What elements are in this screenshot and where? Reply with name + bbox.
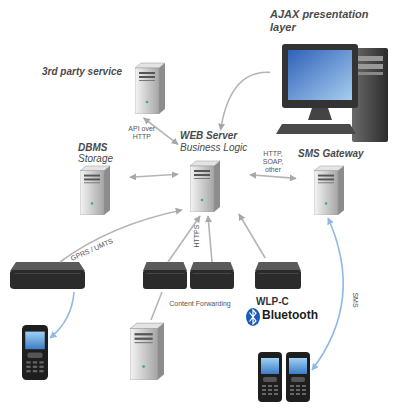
gateway-box: [143, 262, 187, 289]
server-icon: [135, 63, 165, 114]
edge-label: HTTP, SOAP, other: [258, 150, 288, 174]
server-node: 3rd party service: [42, 58, 167, 118]
server-node: AJAX presentation layer: [270, 8, 390, 144]
gateway-box: [190, 262, 234, 289]
node-title: 3rd party service: [42, 66, 134, 78]
phone-icon: [258, 352, 282, 402]
gateway-box: [10, 262, 85, 289]
node-title: DBMS: [78, 142, 130, 154]
link-label: Content Forwarding: [160, 300, 240, 308]
connector-arrow: [250, 175, 296, 179]
connector-arrow: [130, 174, 178, 177]
wireless-line: [50, 292, 74, 338]
node-subtitle: Business Logic: [180, 142, 250, 154]
computer-illustration: [276, 44, 388, 142]
bluetooth-logo: [246, 308, 260, 326]
edge-label: API over HTTP: [127, 125, 157, 141]
server-node: SMS Gateway: [296, 148, 388, 216]
server-node: DBMSStorage: [76, 142, 130, 216]
link-label: Bluetooth: [262, 309, 332, 323]
gateway-box: [255, 262, 301, 289]
server-node: WLP-C: [252, 258, 308, 308]
link-label: GPRS / UMTS: [63, 234, 121, 266]
server-node: WEB ServerBusiness Logic: [178, 130, 250, 214]
link-line: [208, 216, 212, 262]
node-title: WLP-C: [256, 296, 306, 308]
phone-icon: [22, 325, 48, 380]
server-icon: [130, 323, 164, 380]
node-title: WEB Server: [180, 130, 250, 142]
connector-arrow: [239, 214, 265, 258]
link-label: HTTPS: [193, 221, 201, 251]
link-line: [151, 292, 162, 320]
wireless-lines: [50, 218, 343, 370]
server-icon: [314, 166, 344, 215]
server-icon: [190, 161, 220, 212]
server-icon: [80, 166, 110, 215]
link-label: SMS: [351, 285, 359, 315]
connector-arrow: [221, 72, 270, 130]
node-title: SMS Gateway: [298, 148, 388, 160]
phone-icon: [286, 352, 310, 402]
wireless-line: [312, 218, 343, 370]
node-title: AJAX presentation layer: [270, 8, 388, 33]
node-subtitle: Storage: [78, 153, 130, 165]
